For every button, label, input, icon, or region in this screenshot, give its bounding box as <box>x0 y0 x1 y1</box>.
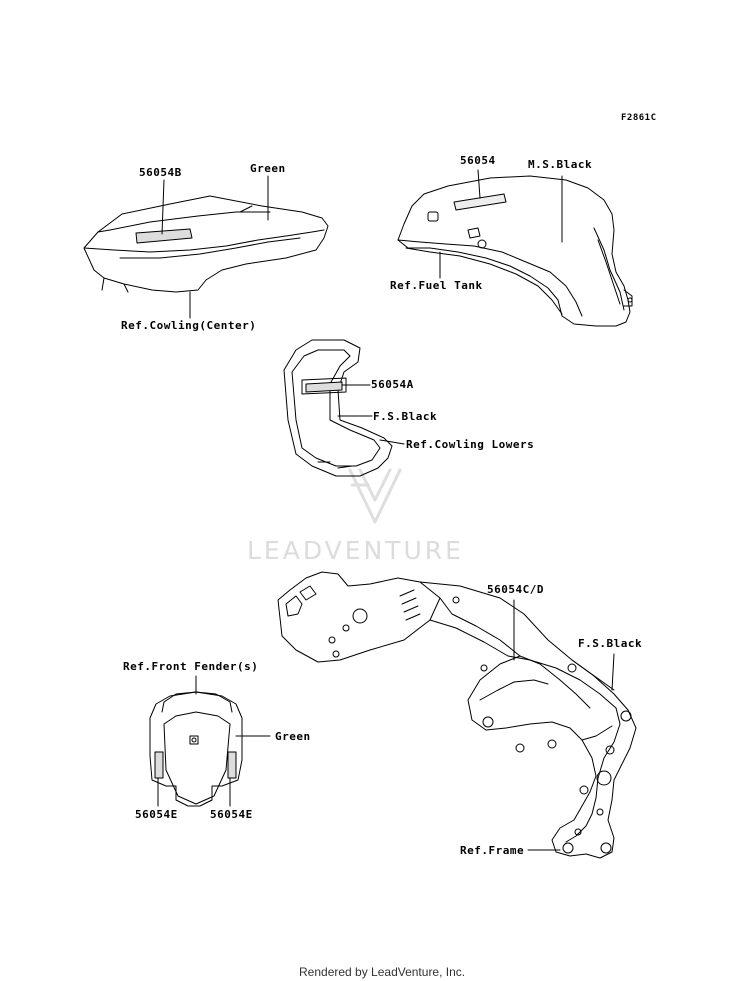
cowling-lowers-drawing <box>283 339 405 477</box>
cowling-lowers-part-number: 56054A <box>371 378 414 391</box>
footer-credit: Rendered by LeadVenture, Inc. <box>299 965 466 979</box>
frame-ref-label: Ref.Frame <box>460 844 525 857</box>
front-fender-left-part-number: 56054E <box>135 808 178 821</box>
cowling-center-color-label: Green <box>250 162 286 175</box>
watermark-logo <box>348 468 402 524</box>
cowling-center-drawing <box>83 175 329 319</box>
frame-part-number: 56054C/D <box>487 583 544 596</box>
cowling-lowers-color-label: F.S.Black <box>373 410 438 423</box>
frame-drawing <box>277 571 637 859</box>
cowling-lowers-ref-label: Ref.Cowling Lowers <box>406 438 535 451</box>
frame-color-label: F.S.Black <box>578 637 643 650</box>
front-fender-right-part-number: 56054E <box>210 808 253 821</box>
front-fender-drawing <box>149 675 271 807</box>
front-fender-ref-label: Ref.Front Fender(s) <box>123 660 259 673</box>
fuel-tank-drawing <box>397 169 633 327</box>
cowling-center-part-number: 56054B <box>139 166 182 179</box>
fuel-tank-color-label: M.S.Black <box>528 158 593 171</box>
fuel-tank-part-number: 56054 <box>460 154 496 167</box>
fuel-tank-ref-label: Ref.Fuel Tank <box>390 279 483 292</box>
cowling-center-ref-label: Ref.Cowling(Center) <box>121 319 257 332</box>
front-fender-color-label: Green <box>275 730 311 743</box>
watermark-text: LEADVENTURE <box>247 536 464 565</box>
diagram-code: F2861C <box>621 113 657 123</box>
